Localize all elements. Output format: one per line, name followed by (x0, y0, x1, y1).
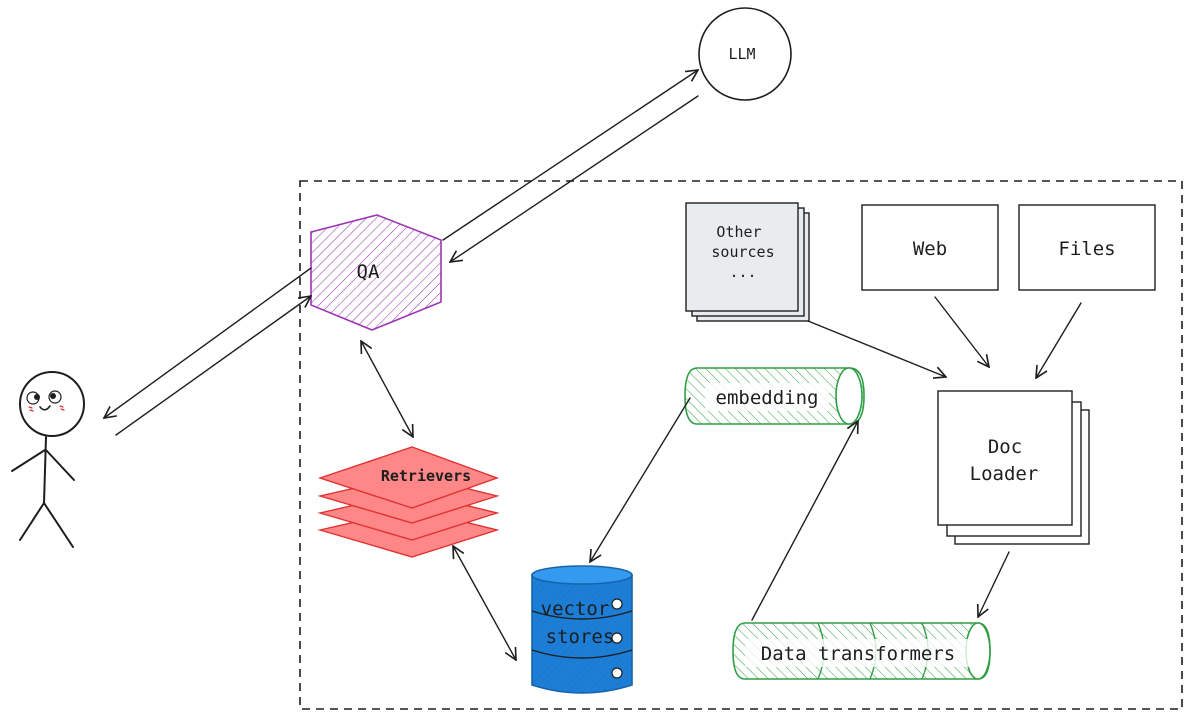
other-sources-node: Other sources ... (685, 202, 810, 322)
doc-loader-node: Doc Loader (937, 390, 1090, 545)
other-sources-label-line2: sources (711, 243, 774, 261)
arrow-retrievers-vector-stores (453, 546, 516, 660)
system-boundary (299, 180, 1183, 710)
arrow-qa-to-user (104, 267, 312, 418)
retrievers-node: Retrievers (317, 446, 500, 558)
qa-label: QA (357, 261, 380, 283)
data-transformers-label: Data transformers (761, 643, 955, 665)
arrow-doc-loader-to-data-transformers (978, 551, 1010, 617)
doc-loader-label-line2: Loader (970, 463, 1039, 485)
arrow-qa-retrievers (361, 341, 413, 437)
arrow-user-to-qa (115, 296, 311, 436)
web-node: Web (861, 204, 999, 291)
arrow-files-to-doc-loader (1036, 302, 1082, 378)
vector-stores-label-line2: stores (546, 626, 615, 648)
files-node: Files (1018, 204, 1156, 291)
data-transformers-node: Data transformers (732, 622, 991, 680)
doc-loader-label-line1: Doc (988, 436, 1022, 458)
embedding-label: embedding (716, 387, 819, 409)
llm-label: LLM (728, 45, 755, 63)
llm-node: LLM (698, 7, 792, 101)
arrow-data-transformers-to-embedding (751, 421, 858, 621)
files-label: Files (1058, 238, 1115, 260)
qa-node: QA (310, 214, 442, 331)
connections (104, 70, 1082, 660)
arrow-embedding-to-vector-stores (590, 397, 691, 562)
user-figure (11, 371, 85, 548)
embedding-node: embedding (684, 367, 865, 425)
arrow-qa-to-llm (442, 70, 698, 241)
vector-stores-label-line1: vector (541, 598, 610, 620)
arrow-web-to-doc-loader (934, 296, 989, 367)
arrow-llm-to-qa (450, 95, 699, 262)
other-sources-label-line3: ... (729, 263, 756, 281)
web-label: Web (913, 238, 947, 260)
other-sources-label-line1: Other (716, 223, 761, 241)
arrow-other-sources-to-doc-loader (807, 320, 946, 377)
retrievers-label: Retrievers (381, 467, 471, 485)
vector-stores-node: vector stores (531, 565, 633, 694)
